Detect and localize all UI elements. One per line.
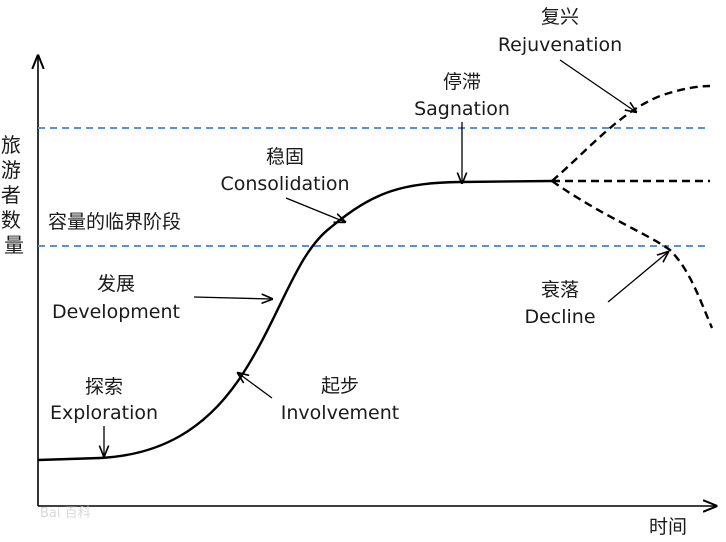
stage-exploration-en: Exploration	[50, 402, 158, 424]
stage-stagnation-zh: 停滞	[443, 71, 481, 93]
stage-stagnation-en: Sagnation	[414, 98, 510, 120]
stage-development-zh: 发展	[97, 273, 135, 295]
stage-decline-zh: 衰落	[541, 279, 579, 301]
stage-involvement-en: Involvement	[281, 402, 399, 424]
stage-decline-en: Decline	[524, 306, 595, 328]
stage-rejuvenation-zh: 复兴	[541, 6, 579, 28]
capacity-threshold-label: 容量的临界阶段	[48, 211, 181, 233]
y-axis-label: 旅 游 者 数 量	[1, 133, 27, 257]
baidu-watermark: Bai 百科	[40, 506, 91, 521]
stage-rejuvenation-en: Rejuvenation	[498, 34, 622, 56]
stage-consolidation-en: Consolidation	[220, 173, 349, 195]
stage-involvement-zh: 起步	[321, 375, 359, 397]
development-pointer	[193, 297, 272, 299]
x-axis-label: 时间	[649, 516, 687, 538]
involvement-pointer	[238, 373, 273, 399]
y-axis-label-char: 者	[1, 183, 21, 207]
y-axis-label-char: 游	[1, 158, 21, 182]
lifecycle-curve	[37, 179, 553, 462]
stage-consolidation-zh: 稳固	[266, 146, 304, 168]
rejuvenation-pointer	[559, 59, 636, 112]
y-axis-label-char: 量	[4, 233, 24, 257]
decline-pointer	[607, 252, 668, 303]
consolidation-pointer	[285, 197, 345, 222]
rejuvenation-branch	[551, 84, 711, 182]
y-axis-label-char: 数	[1, 208, 21, 232]
y-axis-label-char: 旅	[1, 133, 21, 157]
stage-exploration-zh: 探索	[85, 376, 123, 398]
stage-development-en: Development	[52, 301, 180, 323]
